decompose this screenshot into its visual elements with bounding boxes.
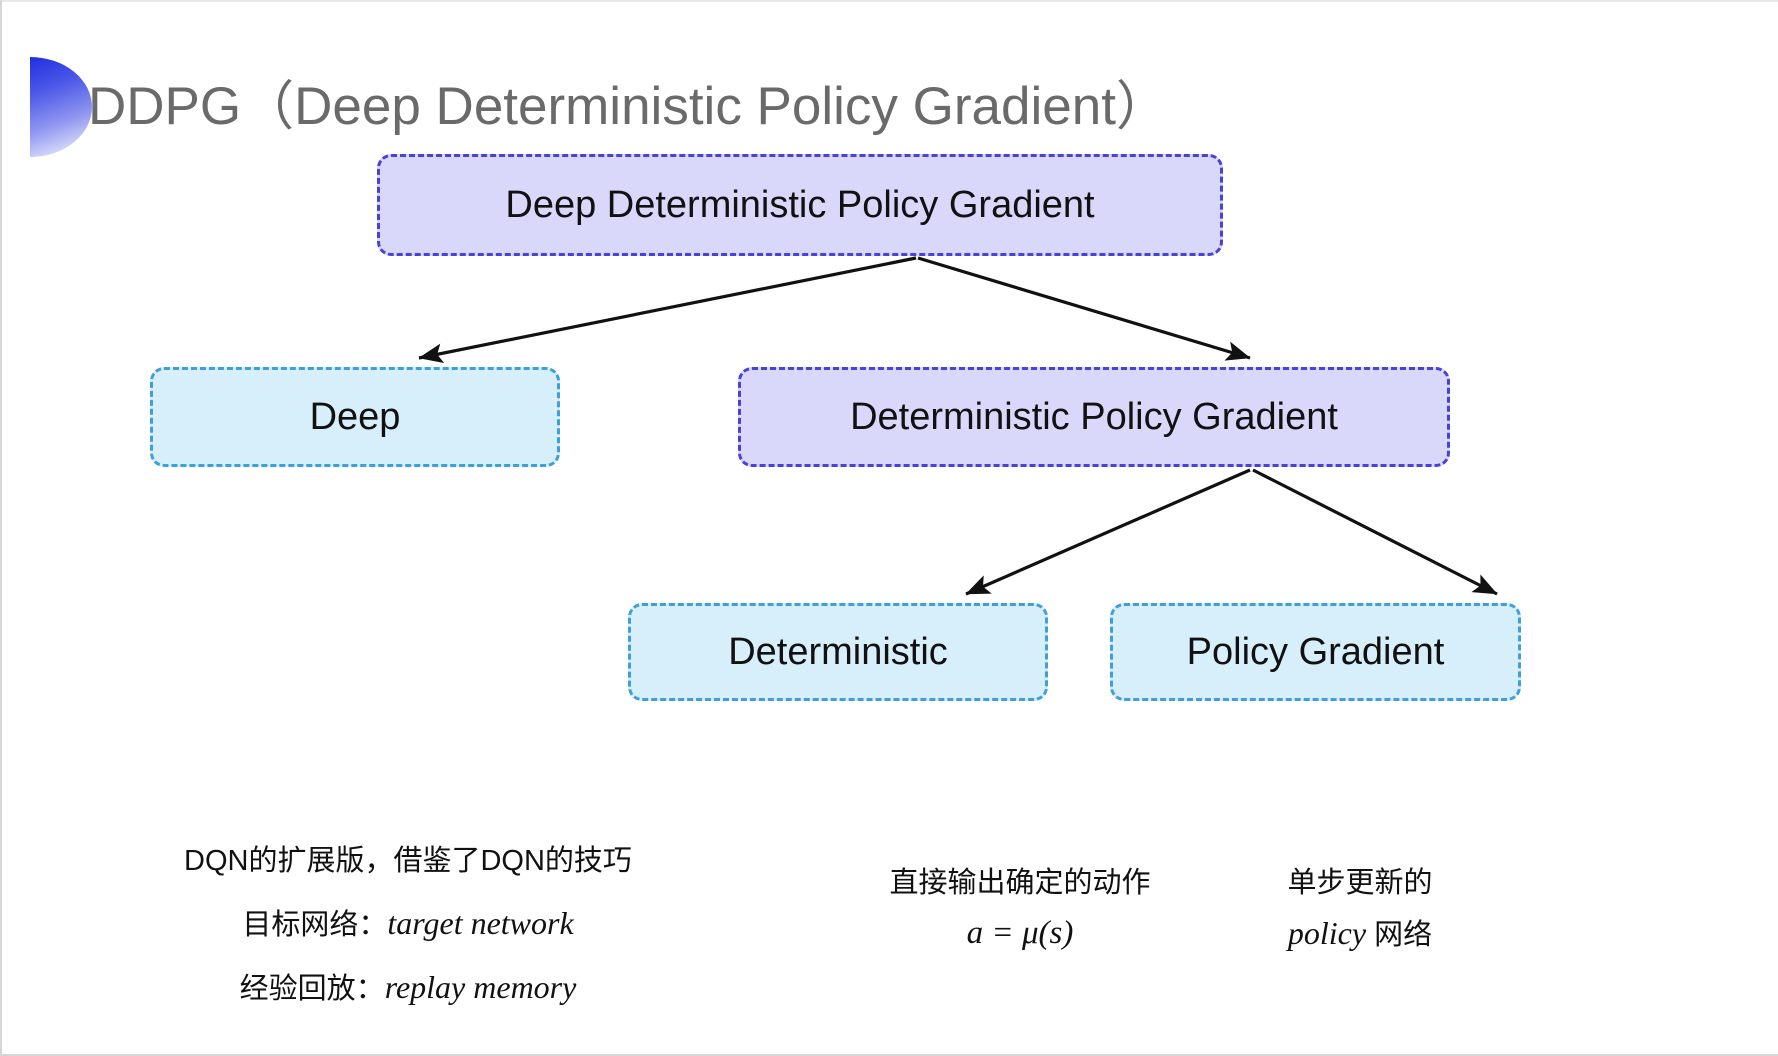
caption-deterministic-line1: 直接输出确定的动作 — [889, 867, 1151, 899]
slide-bottom-edge — [0, 1054, 1778, 1056]
slide-left-edge — [0, 0, 2, 1056]
caption-policy-gradient-suffix: 网络 — [1366, 919, 1433, 951]
node-label: Deterministic — [728, 630, 948, 673]
caption-policy-gradient-term: policy — [1287, 915, 1367, 951]
caption-deep-line3-label: 经验回放： — [239, 973, 385, 1005]
caption-policy-gradient: 单步更新的 policy 网络 — [1160, 858, 1560, 960]
caption-deep-line2-value: target network — [387, 905, 574, 941]
caption-policy-gradient-line2: policy 网络 — [1160, 908, 1560, 960]
caption-deep-line2: 目标网络：target network — [148, 892, 668, 956]
node-policy-gradient[interactable]: Policy Gradient — [1110, 603, 1521, 701]
title-bullet-icon — [30, 57, 92, 157]
node-label: Policy Gradient — [1186, 630, 1445, 673]
caption-deep-line3: 经验回放：replay memory — [148, 956, 668, 1020]
caption-deep-line2-label: 目标网络： — [242, 909, 388, 941]
slide-top-edge — [0, 0, 1778, 2]
caption-deep: DQN的扩展版，借鉴了DQN的技巧 目标网络：target network 经验… — [148, 830, 668, 1020]
caption-policy-gradient-line1: 单步更新的 — [1287, 867, 1433, 899]
arrow-dpg-to-deterministic — [965, 468, 1251, 596]
page-title: DDPG（Deep Deterministic Policy Gradient） — [88, 77, 1169, 136]
node-deep-deterministic-policy-gradient[interactable]: Deep Deterministic Policy Gradient — [377, 154, 1223, 256]
node-label: Deep — [309, 395, 401, 438]
node-deep[interactable]: Deep — [150, 367, 560, 467]
caption-deep-line1: DQN的扩展版，借鉴了DQN的技巧 — [184, 845, 632, 877]
caption-deep-line3-value: replay memory — [384, 969, 577, 1005]
node-label: Deep Deterministic Policy Gradient — [505, 183, 1095, 226]
node-deterministic-policy-gradient[interactable]: Deterministic Policy Gradient — [738, 367, 1450, 467]
arrow-root-to-deep — [418, 256, 917, 364]
node-deterministic[interactable]: Deterministic — [628, 603, 1048, 701]
caption-deterministic-formula: a = μ(s) — [966, 915, 1074, 951]
arrow-dpg-to-policy-gradient — [1252, 468, 1498, 596]
caption-deterministic: 直接输出确定的动作 a = μ(s) — [770, 858, 1270, 958]
node-label: Deterministic Policy Gradient — [850, 395, 1338, 438]
arrow-root-to-dpg — [917, 256, 1251, 361]
